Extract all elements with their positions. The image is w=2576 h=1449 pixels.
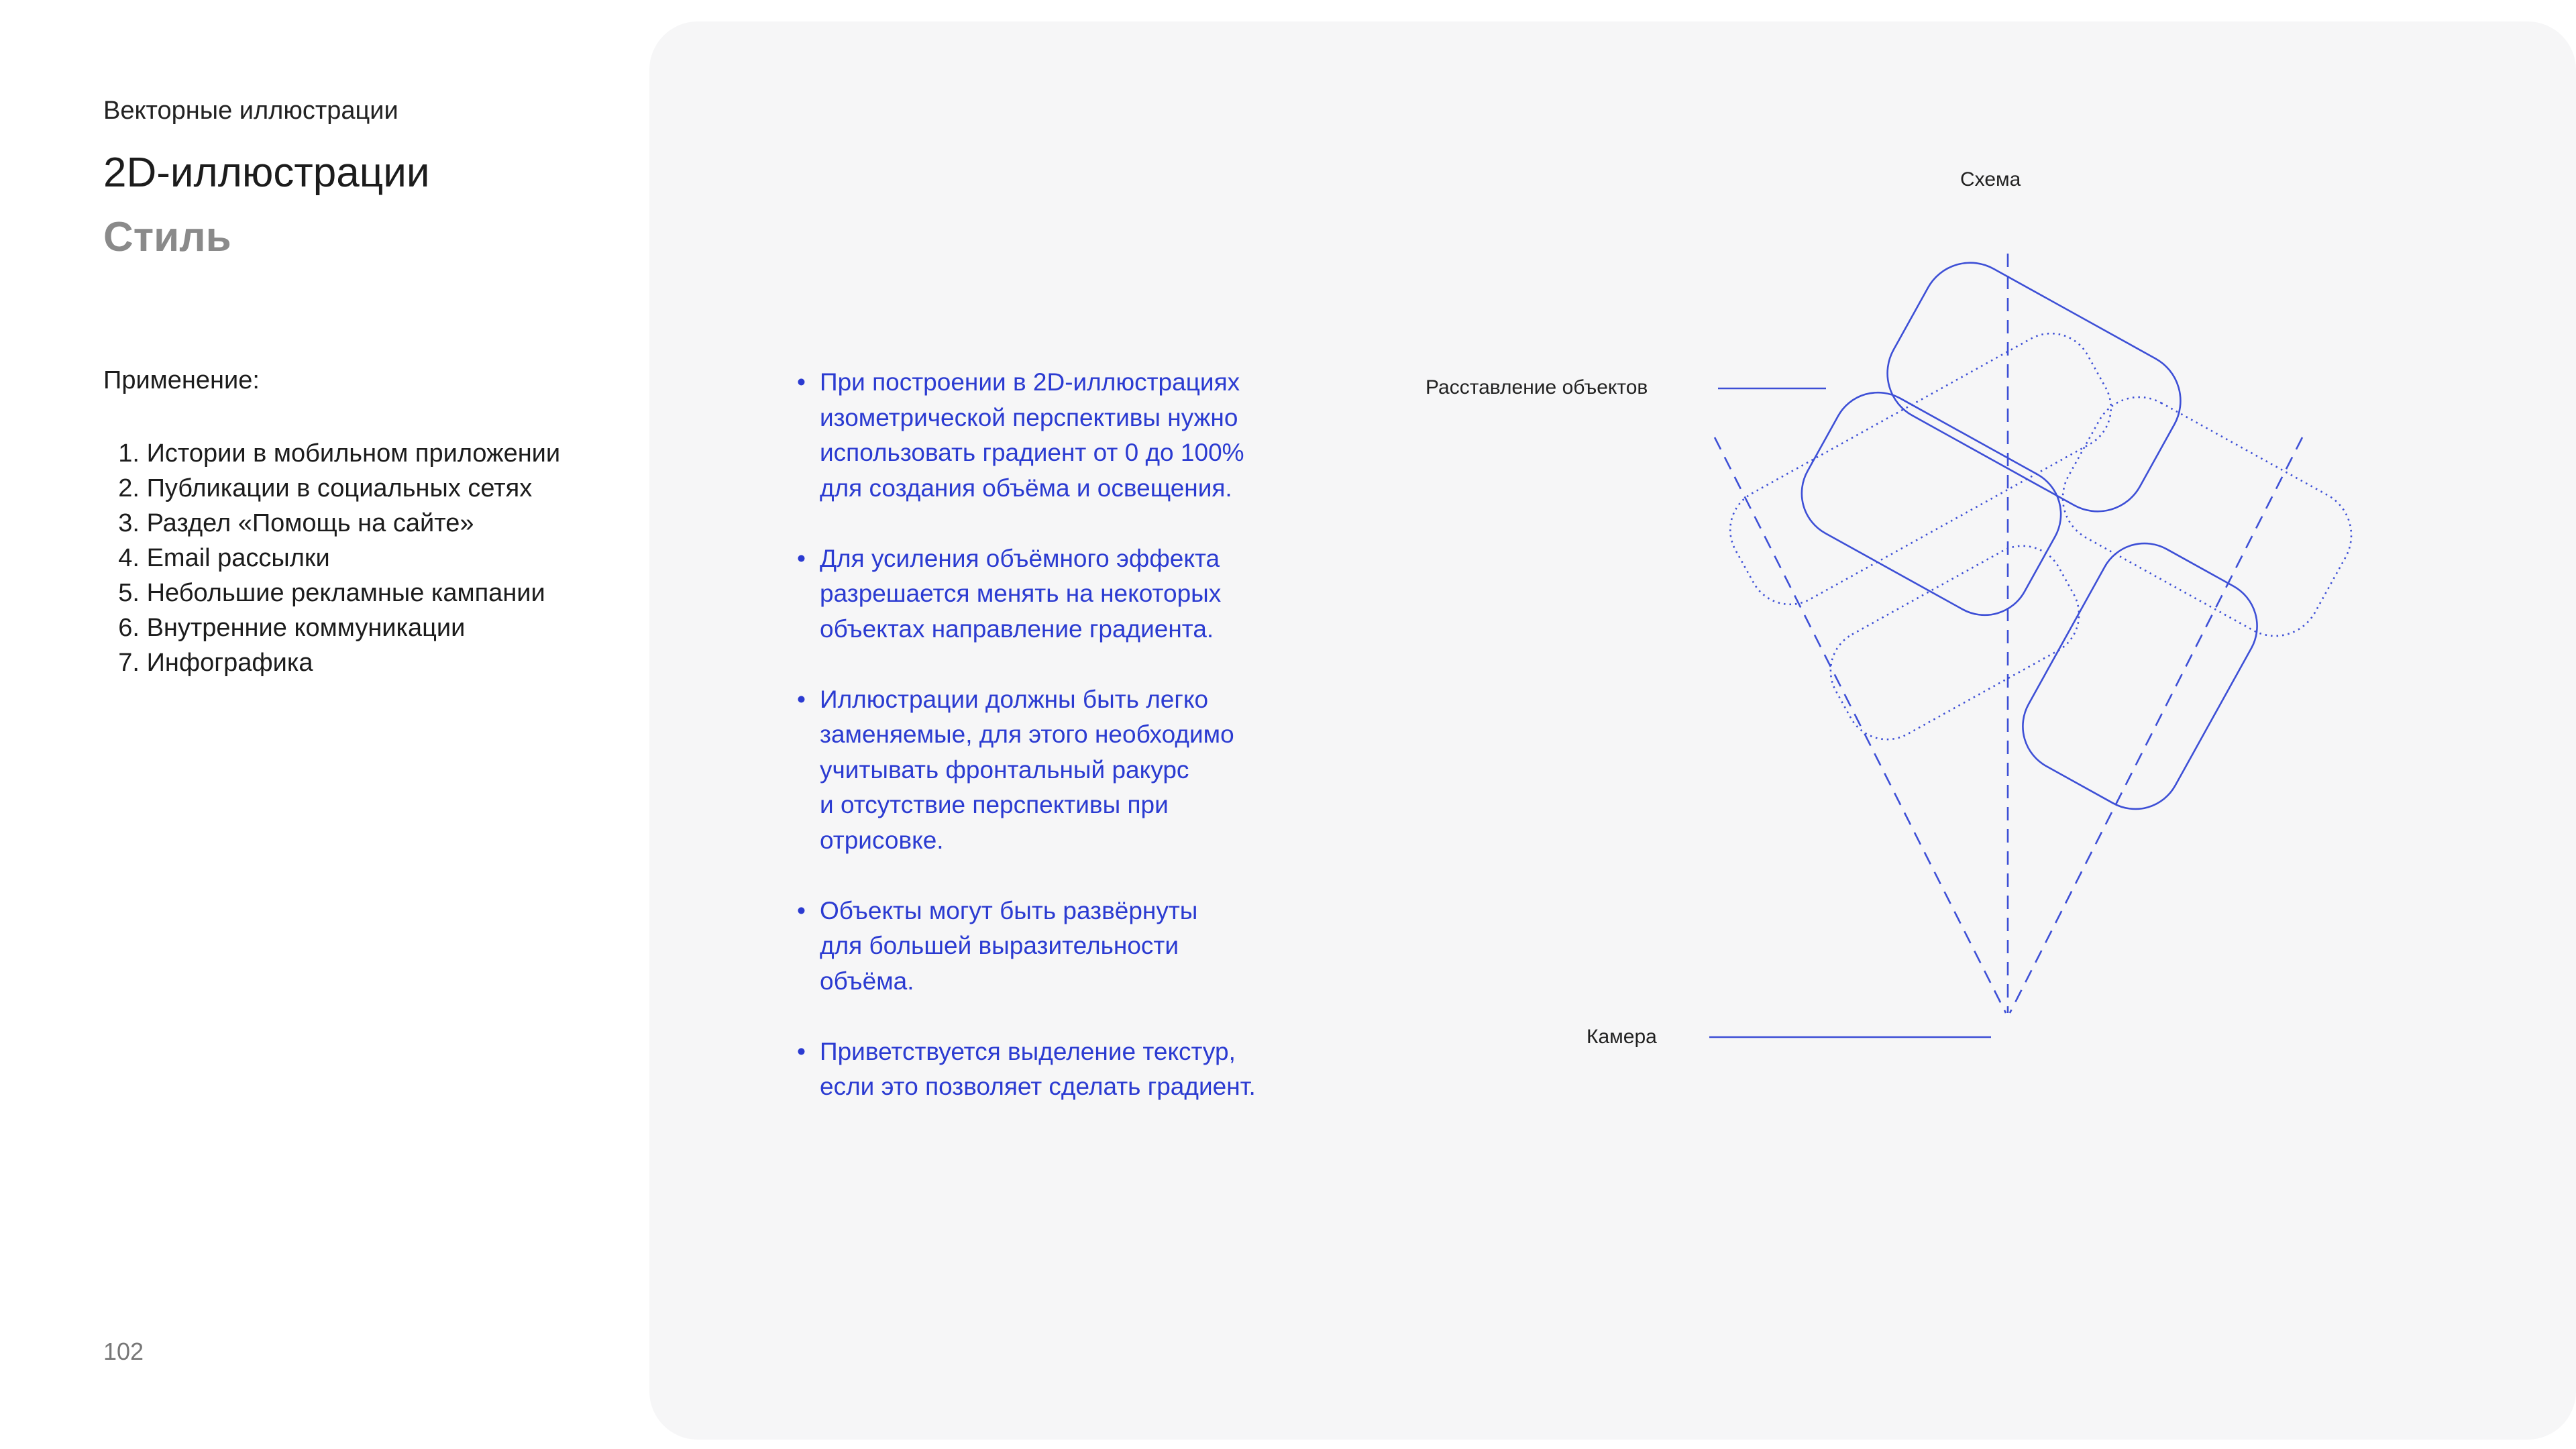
rule-line: Приветствуется выделение текстур, (820, 1037, 1236, 1065)
usage-list: 1. Истории в мобильном приложении 2. Пуб… (103, 436, 560, 680)
list-item: 2. Публикации в социальных сетях (103, 471, 560, 506)
dotted-object-right (2061, 396, 2353, 637)
list-item-number: 5. (118, 579, 140, 607)
list-item-text: Публикации в социальных сетях (146, 474, 533, 502)
camera-right-line (2008, 437, 2304, 1014)
camera-left-line (1713, 437, 2007, 1014)
rule-line: для создания объёма и освещения. (820, 474, 1232, 502)
rule-line: отрисовке. (820, 826, 944, 854)
rule-line: использовать градиент от 0 до 100% (820, 439, 1244, 466)
scheme-label: Схема (1960, 168, 2021, 191)
list-item: • Для усиления объёмного эффекта разреша… (797, 541, 1347, 647)
content-panel (649, 21, 2576, 1440)
usage-title: Применение: (103, 366, 260, 394)
list-item: • Приветствуется выделение текстур, если… (797, 1034, 1347, 1105)
rule-line: изометрической перспективы нужно (820, 403, 1238, 431)
rule-line: для большей выразительности (820, 932, 1179, 959)
list-item-number: 4. (118, 544, 140, 572)
list-item-text: Небольшие рекламные кампании (146, 579, 545, 607)
rule-line: заменяемые, для этого необходимо (820, 720, 1234, 748)
list-item: 5. Небольшие рекламные кампании (103, 576, 560, 610)
list-item-text: Внутренние коммуникации (146, 614, 466, 642)
sidebar: Векторные иллюстрации 2D-иллюстрации Сти… (0, 0, 649, 1449)
bullet: • (797, 368, 806, 396)
list-item-number: 1. (118, 439, 140, 468)
rule-line: объёма. (820, 967, 914, 995)
solid-object-top (1886, 262, 2182, 513)
rule-line: Для усиления объёмного эффекта (820, 544, 1220, 572)
rule-line: если это позволяет сделать градиент. (820, 1073, 1256, 1100)
rule-line: учитывать фронтальный ракурс (820, 755, 1189, 784)
bullet: • (797, 685, 806, 713)
list-item-text: Инфографика (146, 649, 313, 677)
solid-object-middle (1801, 391, 2062, 616)
list-item-text: Раздел «Помощь на сайте» (146, 509, 474, 537)
rule-line: Объекты могут быть развёрнуты (820, 896, 1198, 924)
rules-list: • При построении в 2D-иллюстрациях изоме… (797, 365, 1347, 1140)
list-item-number: 3. (118, 509, 140, 537)
camera-label: Камера (1587, 1026, 1657, 1048)
dotted-object-center (1829, 545, 2080, 741)
list-item-number: 2. (118, 474, 140, 502)
placement-label: Расставление объектов (1426, 376, 1648, 398)
page-title: 2D-иллюстрации (103, 150, 430, 196)
list-item-text: Истории в мобильном приложении (146, 439, 561, 468)
list-item: 4. Email рассылки (103, 541, 560, 576)
list-item: • Иллюстрации должны быть легко заменяем… (797, 682, 1347, 859)
list-item-text: Email рассылки (146, 544, 330, 572)
page-number: 102 (103, 1338, 144, 1365)
list-item-number: 6. (118, 614, 140, 642)
rule-line: объектах направление градиента. (820, 614, 1214, 643)
list-item: 6. Внутренние коммуникации (103, 610, 560, 645)
list-item: 1. Истории в мобильном приложении (103, 436, 560, 471)
dotted-object-left (1729, 332, 2112, 606)
bullet: • (797, 896, 806, 924)
list-item: • При построении в 2D-иллюстрациях изоме… (797, 365, 1347, 506)
list-item: 3. Раздел «Помощь на сайте» (103, 506, 560, 541)
bullet: • (797, 544, 806, 572)
page-subtitle: Стиль (103, 214, 231, 260)
rule-line: и отсутствие перспективы при (820, 791, 1169, 818)
list-item: • Объекты могут быть развёрнуты для боль… (797, 894, 1347, 1000)
isometric-scheme-diagram: Схема Расставление объектов Камера (1426, 168, 2353, 1048)
rule-line: разрешается менять на некоторых (820, 580, 1222, 607)
solid-object-bottom (2022, 542, 2258, 810)
section-label: Векторные иллюстрации (103, 97, 398, 125)
bullet: • (797, 1037, 806, 1065)
list-item: 7. Инфографика (103, 645, 560, 680)
rule-line: Иллюстрации должны быть легко (820, 685, 1209, 713)
list-item-number: 7. (118, 649, 140, 677)
rule-line: При построении в 2D-иллюстрациях (820, 368, 1240, 396)
